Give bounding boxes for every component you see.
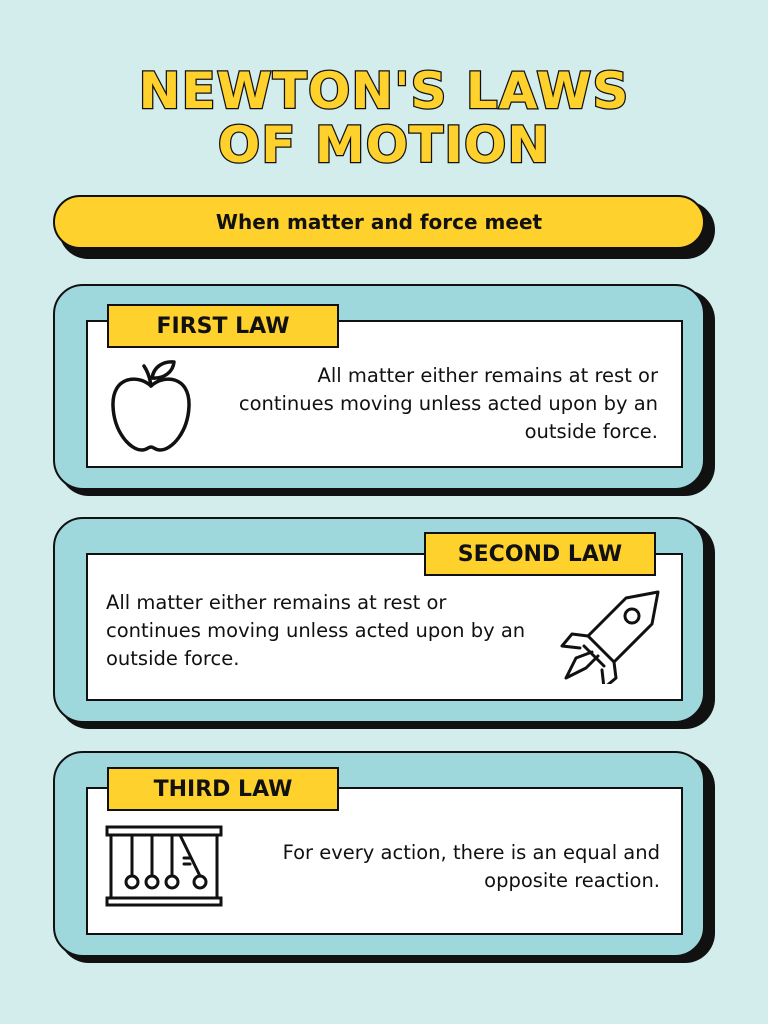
title-line-2: OF MOTION xyxy=(217,116,551,174)
subtitle-banner: When matter and force meet xyxy=(53,195,705,249)
panel-first-law xyxy=(86,320,683,468)
page-title: NEWTON'S LAWS OF MOTION xyxy=(0,62,768,174)
law-text-third: For every action, there is an equal and … xyxy=(282,841,660,892)
rocket-icon xyxy=(560,590,660,684)
tag-second-law: SECOND LAW xyxy=(424,532,656,576)
tag-third-law: THIRD LAW xyxy=(107,767,339,811)
law-text-first: All matter either remains at rest or con… xyxy=(238,364,658,443)
panel-third-law xyxy=(86,787,683,935)
newtons-cradle-icon xyxy=(105,825,223,907)
apple-icon xyxy=(111,360,191,452)
tag-first-law: FIRST LAW xyxy=(107,304,339,348)
law-text-second: All matter either remains at rest or con… xyxy=(106,591,526,670)
title-line-1: NEWTON'S LAWS xyxy=(137,62,630,120)
panel-second-law xyxy=(86,553,683,701)
